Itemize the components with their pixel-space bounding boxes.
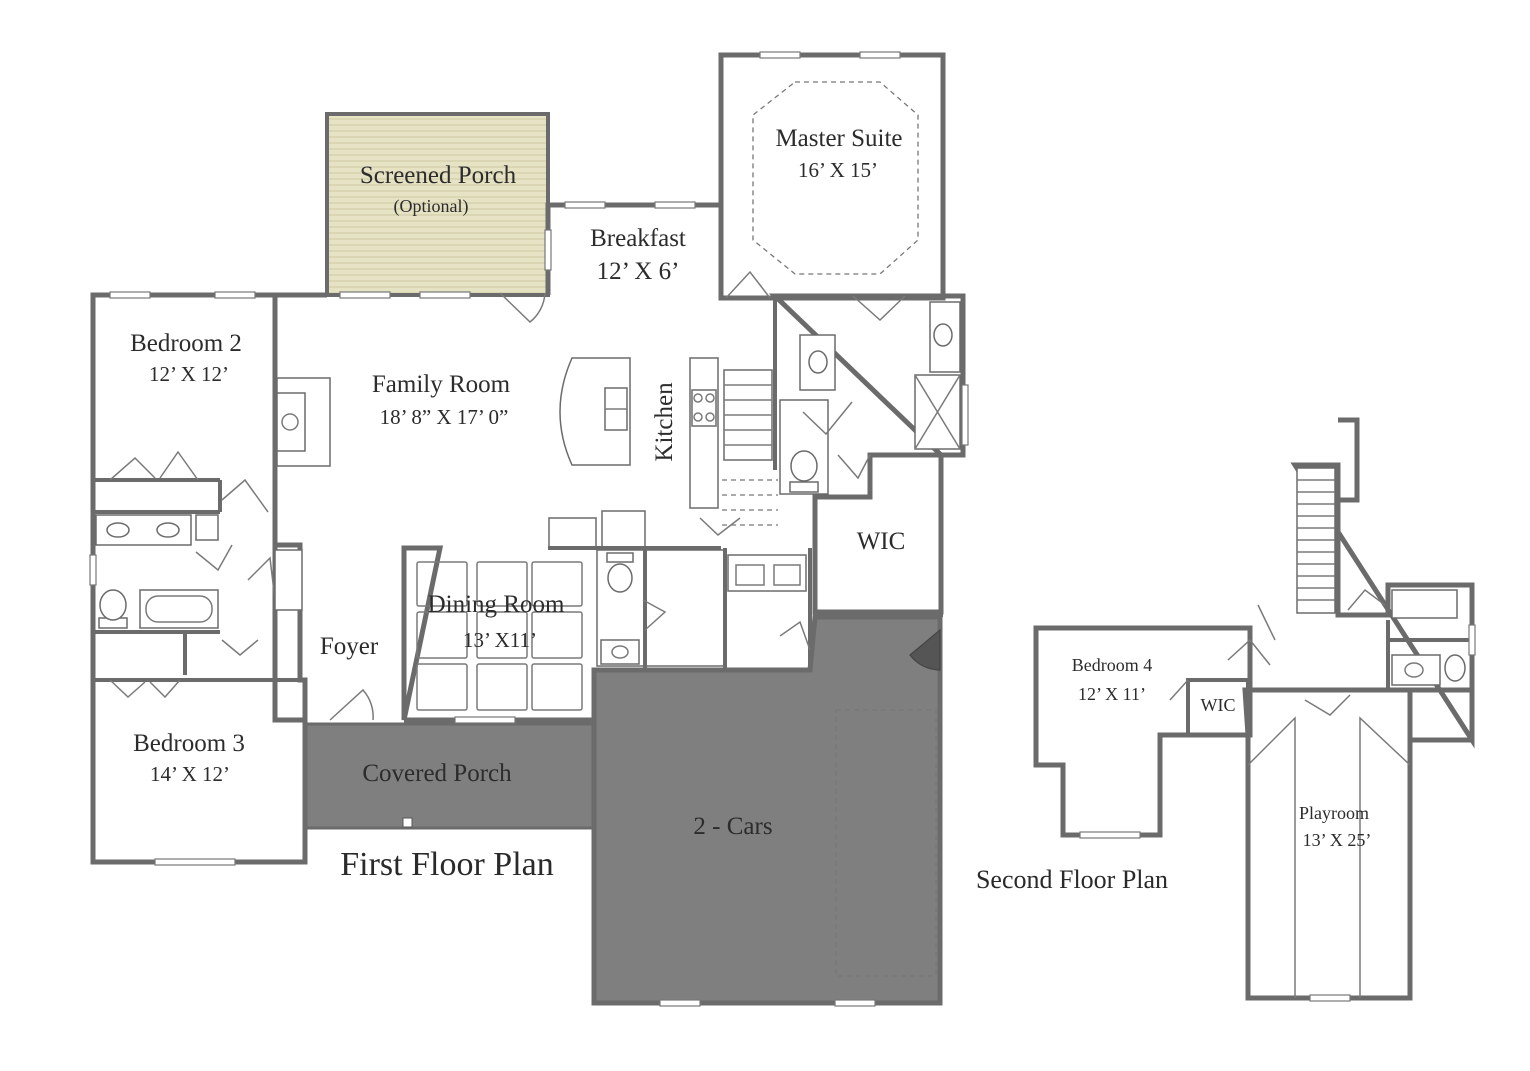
upper-wic-walls [1186, 678, 1250, 737]
toilet-icon [607, 563, 633, 593]
first-floor-title: First Floor Plan [340, 846, 553, 883]
burner-icon [693, 412, 703, 422]
burner-icon [705, 393, 715, 403]
toilet-tank-icon [789, 481, 819, 493]
playroom-label: Playroom [1299, 803, 1369, 823]
washer-icon [735, 564, 765, 586]
upper-window [1309, 994, 1351, 1002]
dining-room-walls [401, 545, 444, 721]
fireplace-icon [276, 392, 306, 452]
upper-door-swings [1169, 588, 1386, 716]
foyer-label: Foyer [320, 633, 379, 660]
bathtub-icon-inner [145, 595, 213, 623]
burner-icon [693, 393, 703, 403]
family-room-label: Family Room [372, 371, 511, 398]
hall-doors [195, 478, 276, 656]
bedroom4-label: Bedroom 4 [1072, 655, 1153, 675]
family-room-size: 18’ 8” X 17’ 0” [380, 405, 509, 429]
first-floor-plan [89, 51, 969, 1007]
dining-room-label: Dining Room [428, 591, 565, 618]
burner-icon [705, 412, 715, 422]
playroom-dormer [1247, 716, 1411, 998]
upper-staircase [1296, 467, 1336, 614]
front-door [329, 688, 374, 721]
porch-post [402, 817, 413, 828]
upper-hall-walls [1290, 462, 1475, 749]
upper-window [1079, 831, 1141, 839]
master-suite-label: Master Suite [775, 125, 902, 152]
bedroom3-size: 14’ X 12’ [150, 762, 230, 786]
master-bath-doors [725, 270, 906, 480]
bed2-closet-doors [109, 450, 199, 481]
staircase [722, 369, 778, 526]
pantry-icon [601, 510, 646, 550]
toilet-icon [790, 450, 818, 482]
linen-closet [195, 514, 219, 541]
sink-icon [933, 323, 953, 347]
screened-porch-label: Screened Porch [360, 162, 517, 189]
garage-storage-outline [835, 709, 937, 977]
screened-porch-area [325, 112, 550, 297]
wic-label: WIC [857, 528, 906, 555]
kitchen-island [559, 357, 631, 466]
garage-door-swing [909, 628, 941, 671]
garage-label: 2 - Cars [693, 813, 772, 840]
hall-closet [274, 549, 303, 611]
breakfast-size: 12’ X 6’ [597, 258, 680, 285]
bedroom2-label: Bedroom 2 [130, 330, 242, 357]
kitchen-counter [689, 357, 719, 509]
upper-wic-label: WIC [1201, 695, 1236, 715]
toilet-icon [1444, 654, 1466, 682]
second-floor-title: Second Floor Plan [976, 865, 1168, 894]
second-floor-plan [1033, 417, 1476, 1002]
sink-icon [808, 350, 828, 374]
upper-bathtub-icon [1391, 589, 1458, 619]
sink-icon [156, 522, 180, 538]
dryer-icon [773, 564, 801, 586]
dining-room-size: 13’ X11’ [463, 628, 537, 652]
screened-porch-note: (Optional) [394, 196, 469, 217]
sink-icon [106, 522, 130, 538]
master-suite-size: 16’ X 15’ [798, 158, 878, 182]
upper-window [1468, 624, 1476, 656]
bedroom4-walls [1033, 625, 1253, 838]
bedroom3-label: Bedroom 3 [133, 730, 245, 757]
sink-icon [611, 645, 629, 659]
laundry-door [642, 517, 811, 651]
dining-grid [416, 561, 583, 711]
fireplace-circle [281, 413, 299, 431]
upper-stair-rail [1338, 417, 1360, 503]
refrigerator-icon [548, 517, 597, 550]
covered-porch-label: Covered Porch [362, 760, 512, 787]
toilet-tank-icon [606, 552, 634, 563]
windows [89, 51, 969, 1007]
bedroom4-size: 12’ X 11’ [1078, 684, 1146, 704]
bed3-closet-doors [109, 679, 181, 699]
bedroom2-size: 12’ X 12’ [149, 362, 229, 386]
porch-door [499, 292, 546, 323]
shower-x [914, 374, 961, 450]
breakfast-label: Breakfast [590, 225, 686, 252]
master-tray-ceiling [752, 81, 919, 275]
kitchen-label: Kitchen [651, 382, 678, 462]
toilet-icon [99, 589, 127, 621]
sink-icon [1404, 662, 1424, 678]
room-labels: Screened Porch (Optional) Breakfast 12’ … [130, 125, 1371, 894]
sink-icon [600, 639, 640, 665]
upper-vanity [1391, 654, 1441, 686]
playroom-size: 13’ X 25’ [1303, 830, 1372, 850]
covered-porch-area [303, 722, 595, 830]
garage-area [591, 614, 943, 1006]
